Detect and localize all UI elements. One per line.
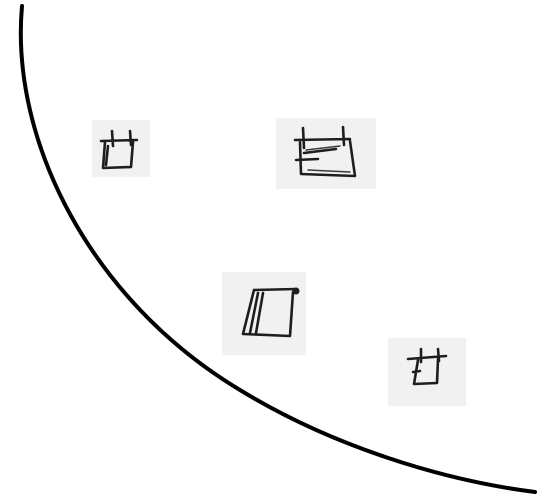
sketch-figure-4 (388, 338, 466, 406)
sketch-knob-3 (293, 288, 300, 295)
sketch-tile-4 (388, 338, 466, 406)
sketch-figure-3 (222, 272, 306, 355)
sketch-tile-2 (276, 118, 376, 189)
sketch-tile-3 (222, 272, 306, 355)
sketch-figure-1 (92, 120, 150, 177)
curved-boundary-line (21, 6, 535, 492)
sketch-figure-2 (276, 118, 376, 189)
